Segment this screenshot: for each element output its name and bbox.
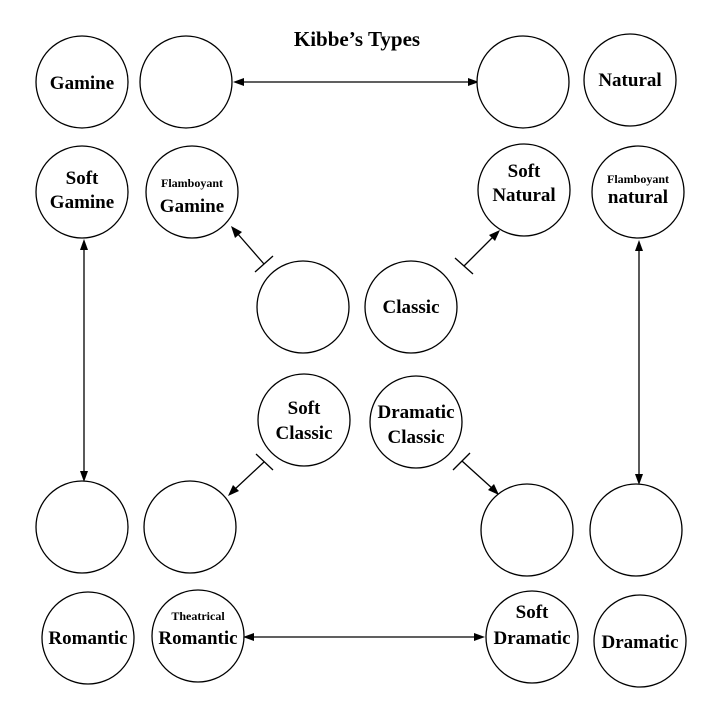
type-blank-top-left <box>139 35 233 129</box>
top-horizontal-arrow <box>233 78 479 86</box>
label-gamine: Gamine <box>50 73 114 94</box>
arrow-to-flamboyant-gamine <box>231 226 274 273</box>
type-natural: Natural <box>583 33 677 127</box>
type-blank-bottom-2 <box>143 480 237 574</box>
type-dramatic: Dramatic <box>593 594 687 688</box>
label-soft-natural-2: Natural <box>492 185 555 206</box>
label-natural: Natural <box>598 70 661 91</box>
type-blank-bottom-3 <box>480 483 574 577</box>
arrow-to-soft-natural <box>454 230 500 275</box>
arrow-from-dramatic-classic <box>452 452 499 495</box>
type-romantic: Romantic <box>41 591 135 685</box>
type-blank-center-left <box>256 260 350 354</box>
right-vertical-arrow <box>635 240 643 485</box>
label-soft-natural-1: Soft <box>508 161 541 182</box>
type-flamboyant-gamine: Flamboyant Gamine <box>145 145 239 239</box>
label-soft-dramatic-1: Soft <box>516 602 549 623</box>
label-soft-classic-1: Soft <box>288 398 321 419</box>
left-vertical-arrow <box>80 239 88 482</box>
label-dramatic: Dramatic <box>601 632 678 653</box>
type-gamine: Gamine <box>35 35 129 129</box>
label-theatrical-romantic-2: Romantic <box>158 628 237 649</box>
type-theatrical-romantic: Theatrical Romantic <box>151 589 245 683</box>
label-dramatic-classic-2: Classic <box>388 427 445 448</box>
label-soft-dramatic-2: Dramatic <box>493 628 570 649</box>
label-soft-classic-2: Classic <box>276 423 333 444</box>
type-soft-dramatic: Soft Dramatic <box>485 590 579 684</box>
bottom-horizontal-arrow <box>243 633 485 641</box>
label-flamboyant-natural-1: Flamboyant <box>607 172 669 186</box>
type-blank-top-right <box>476 35 570 129</box>
type-soft-classic: Soft Classic <box>257 373 351 467</box>
type-flamboyant-natural: Flamboyant natural <box>591 145 685 239</box>
label-flamboyant-natural-2: natural <box>608 187 668 208</box>
label-classic: Classic <box>383 297 440 318</box>
type-classic: Classic <box>364 260 458 354</box>
type-blank-bottom-4 <box>589 483 683 577</box>
type-soft-gamine: Soft Gamine <box>35 145 129 239</box>
type-blank-bottom-1 <box>35 480 129 574</box>
label-soft-gamine-1: Soft <box>66 168 99 189</box>
type-soft-natural: Soft Natural <box>477 143 571 237</box>
diagram-title: Kibbe’s Types <box>294 27 420 51</box>
label-soft-gamine-2: Gamine <box>50 192 114 213</box>
type-dramatic-classic: Dramatic Classic <box>369 375 463 469</box>
label-romantic: Romantic <box>48 628 127 649</box>
label-theatrical-romantic-1: Theatrical <box>171 609 225 623</box>
label-dramatic-classic-1: Dramatic <box>377 402 454 423</box>
label-flamboyant-gamine-1: Flamboyant <box>161 176 223 190</box>
arrow-from-soft-classic <box>228 453 274 496</box>
label-flamboyant-gamine-2: Gamine <box>160 196 224 217</box>
